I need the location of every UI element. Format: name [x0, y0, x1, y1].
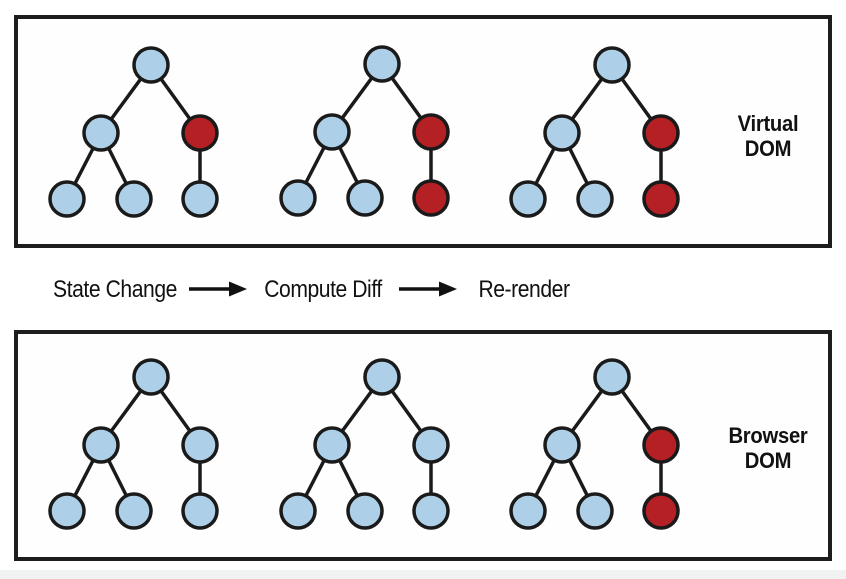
virtual-dom-label-line1: Virtual — [737, 111, 799, 136]
virtual-dom-box — [14, 15, 832, 248]
process-step-state-change: State Change — [53, 276, 177, 303]
browser-dom-label-line1: Browser — [728, 423, 808, 448]
arrow-right-icon — [399, 281, 457, 297]
browser-dom-label-line2: DOM — [744, 448, 792, 473]
virtual-dom-label-line2: DOM — [744, 136, 792, 161]
arrow-right-icon — [189, 281, 247, 297]
process-step-re-render: Re-render — [478, 276, 570, 303]
virtual-dom-label: Virtual DOM — [738, 111, 799, 161]
bottom-edge-strip — [0, 570, 846, 579]
process-step-compute-diff: Compute Diff — [264, 276, 382, 303]
browser-dom-box — [14, 330, 832, 561]
browser-dom-label: Browser DOM — [728, 423, 807, 473]
